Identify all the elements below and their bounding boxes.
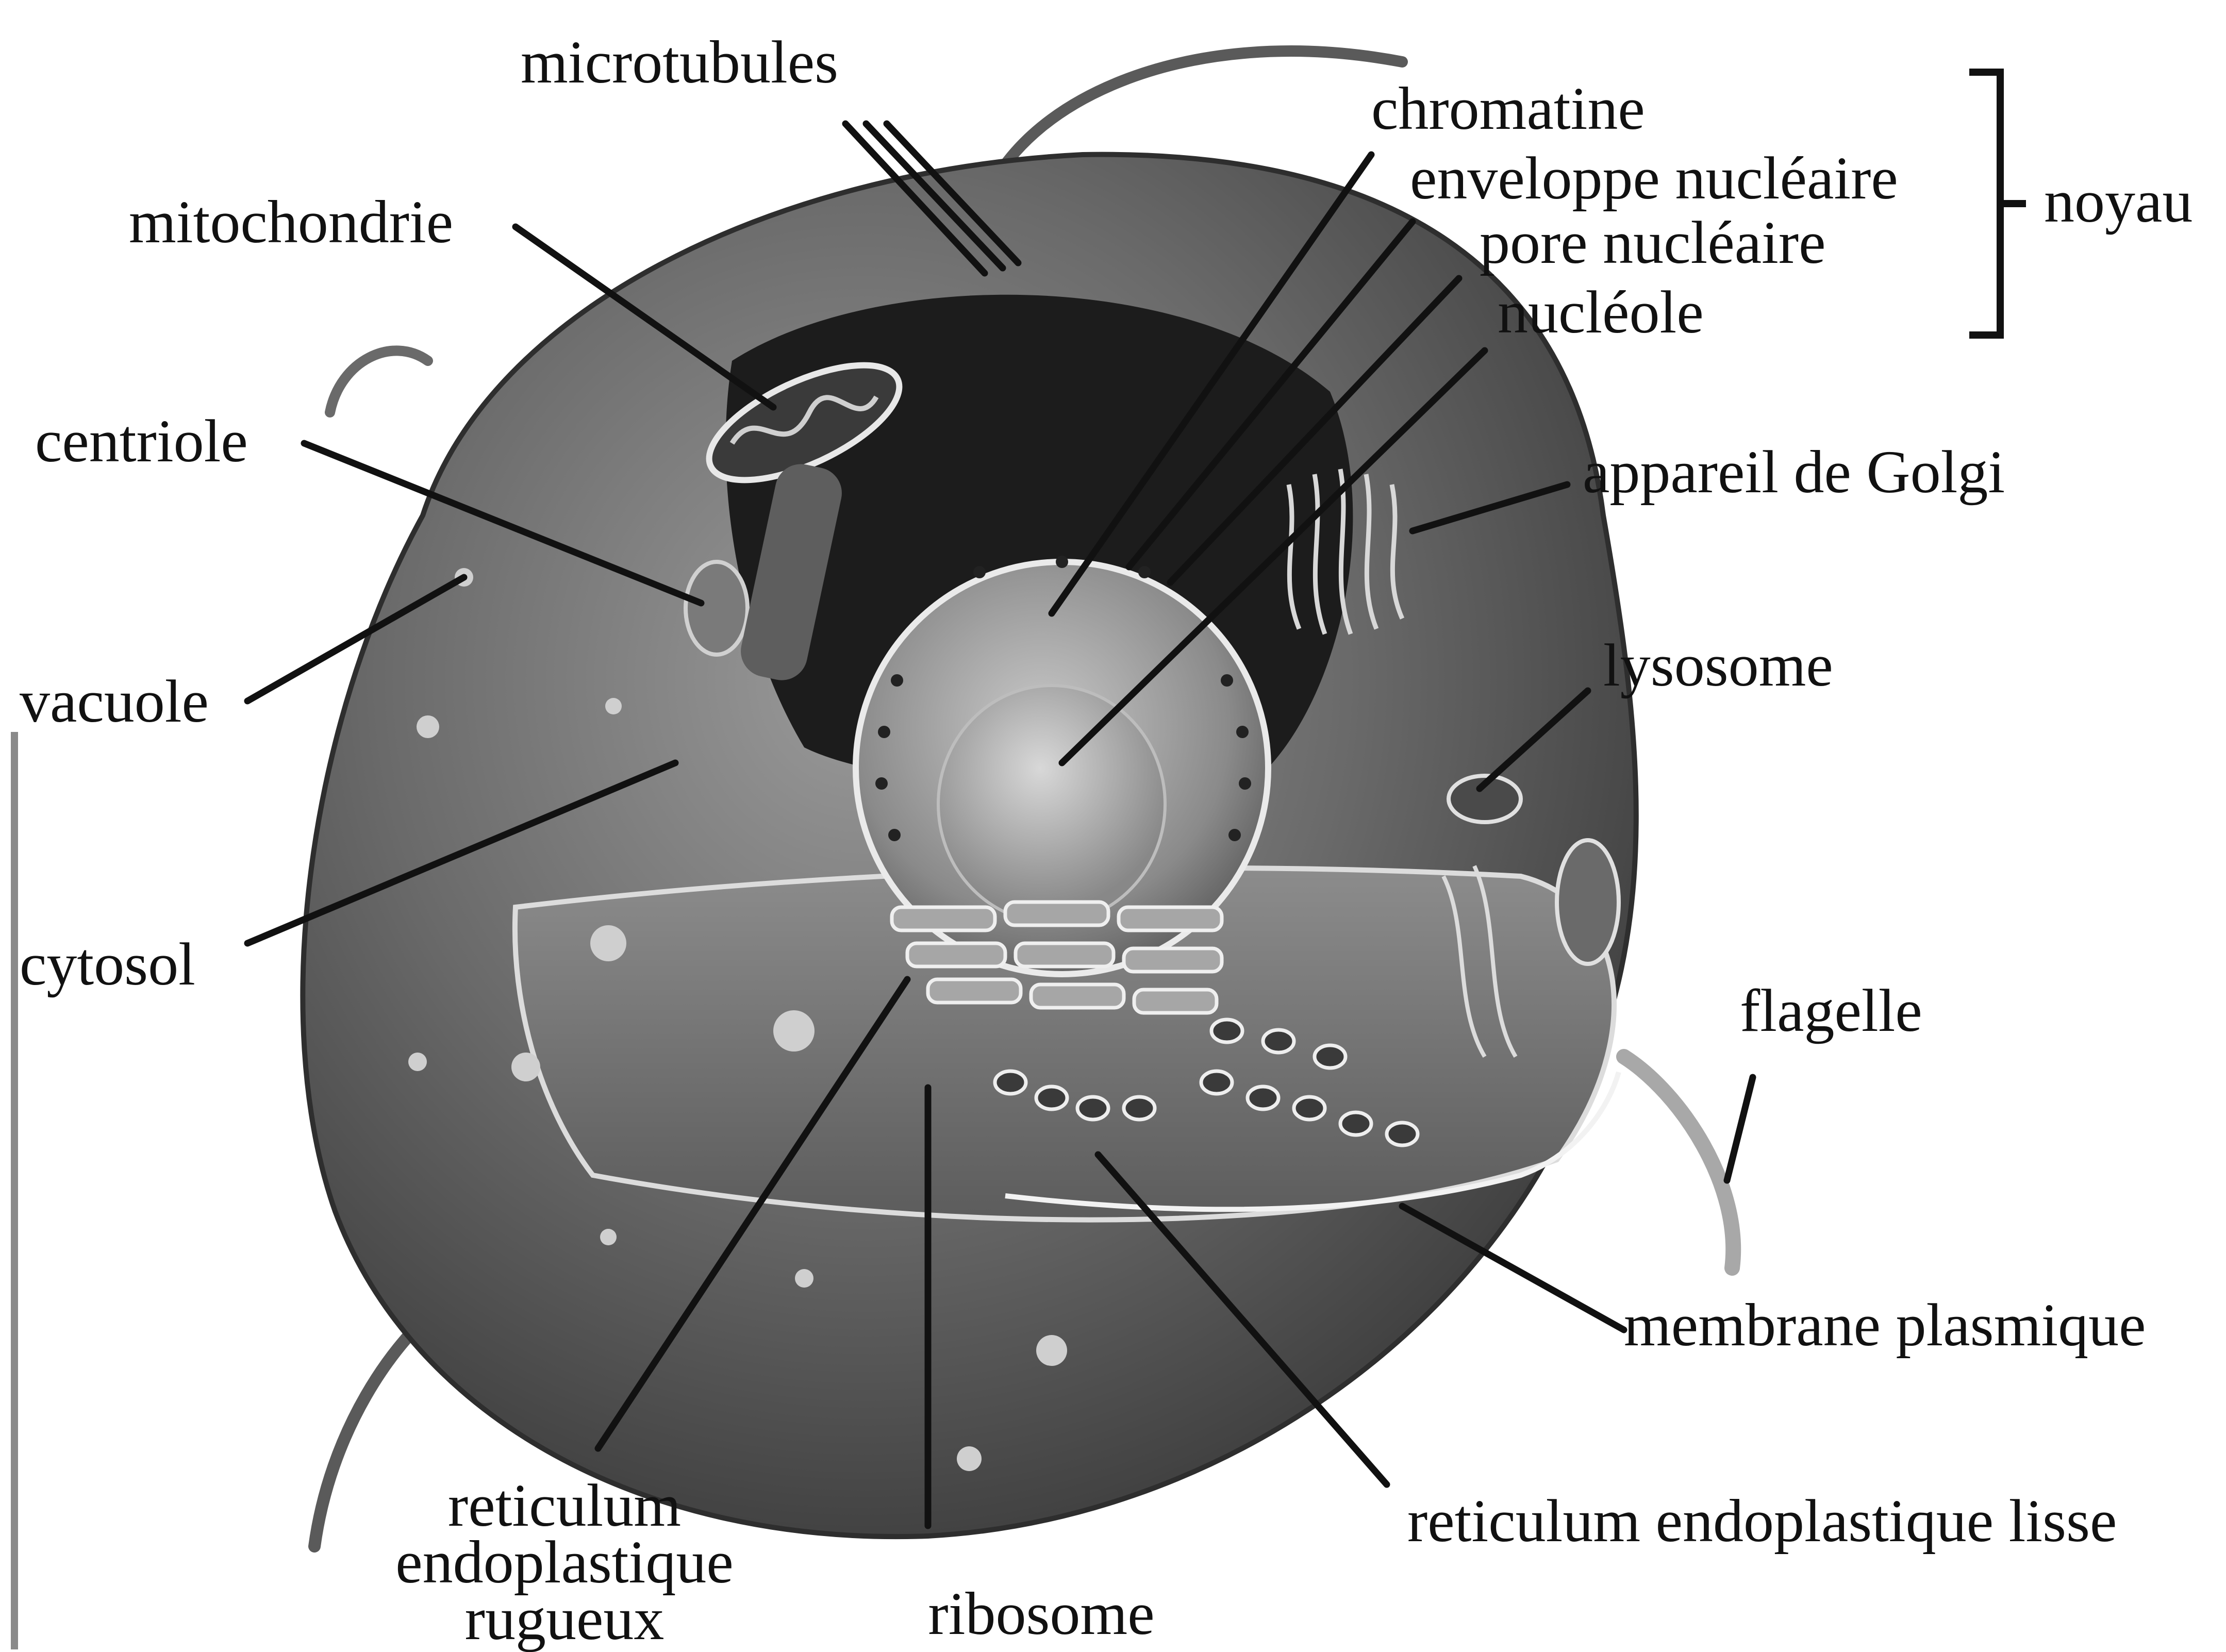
- label-flagelle: flagelle: [1740, 977, 1922, 1044]
- label-appareil-golgi: appareil de Golgi: [1583, 438, 2005, 506]
- flagellum-right: [1624, 1057, 1733, 1268]
- label-mitochondrie: mitochondrie: [129, 188, 453, 256]
- label-reticulum-lisse: reticulum endoplastique lisse: [1407, 1487, 2117, 1555]
- label-membrane-plasmique: membrane plasmique: [1624, 1291, 2146, 1359]
- label-chromatine: chromatine: [1371, 75, 1645, 142]
- label-pore-nucleaire: pore nucléaire: [1480, 209, 1826, 276]
- label-noyau: noyau: [2044, 168, 2192, 235]
- label-microtubules: microtubules: [521, 28, 838, 96]
- label-reticulum-rugueux-3: rugueux: [465, 1585, 665, 1652]
- label-nucleole: nucléole: [1498, 278, 1704, 346]
- centriole: [686, 562, 747, 655]
- label-ribosome: ribosome: [928, 1580, 1154, 1647]
- label-cytosol: cytosol: [20, 930, 195, 998]
- noyau-bracket: [1969, 72, 2026, 335]
- flagellum-left: [330, 351, 428, 412]
- label-vacuole: vacuole: [20, 668, 209, 735]
- label-lysosome: lysosome: [1603, 631, 1833, 699]
- rough-er: [892, 902, 1222, 1013]
- leader-flagelle: [1727, 1077, 1753, 1180]
- nucleolus: [938, 686, 1165, 923]
- label-enveloppe-nucleaire: enveloppe nucléaire: [1410, 144, 1898, 212]
- label-centriole: centriole: [35, 407, 248, 475]
